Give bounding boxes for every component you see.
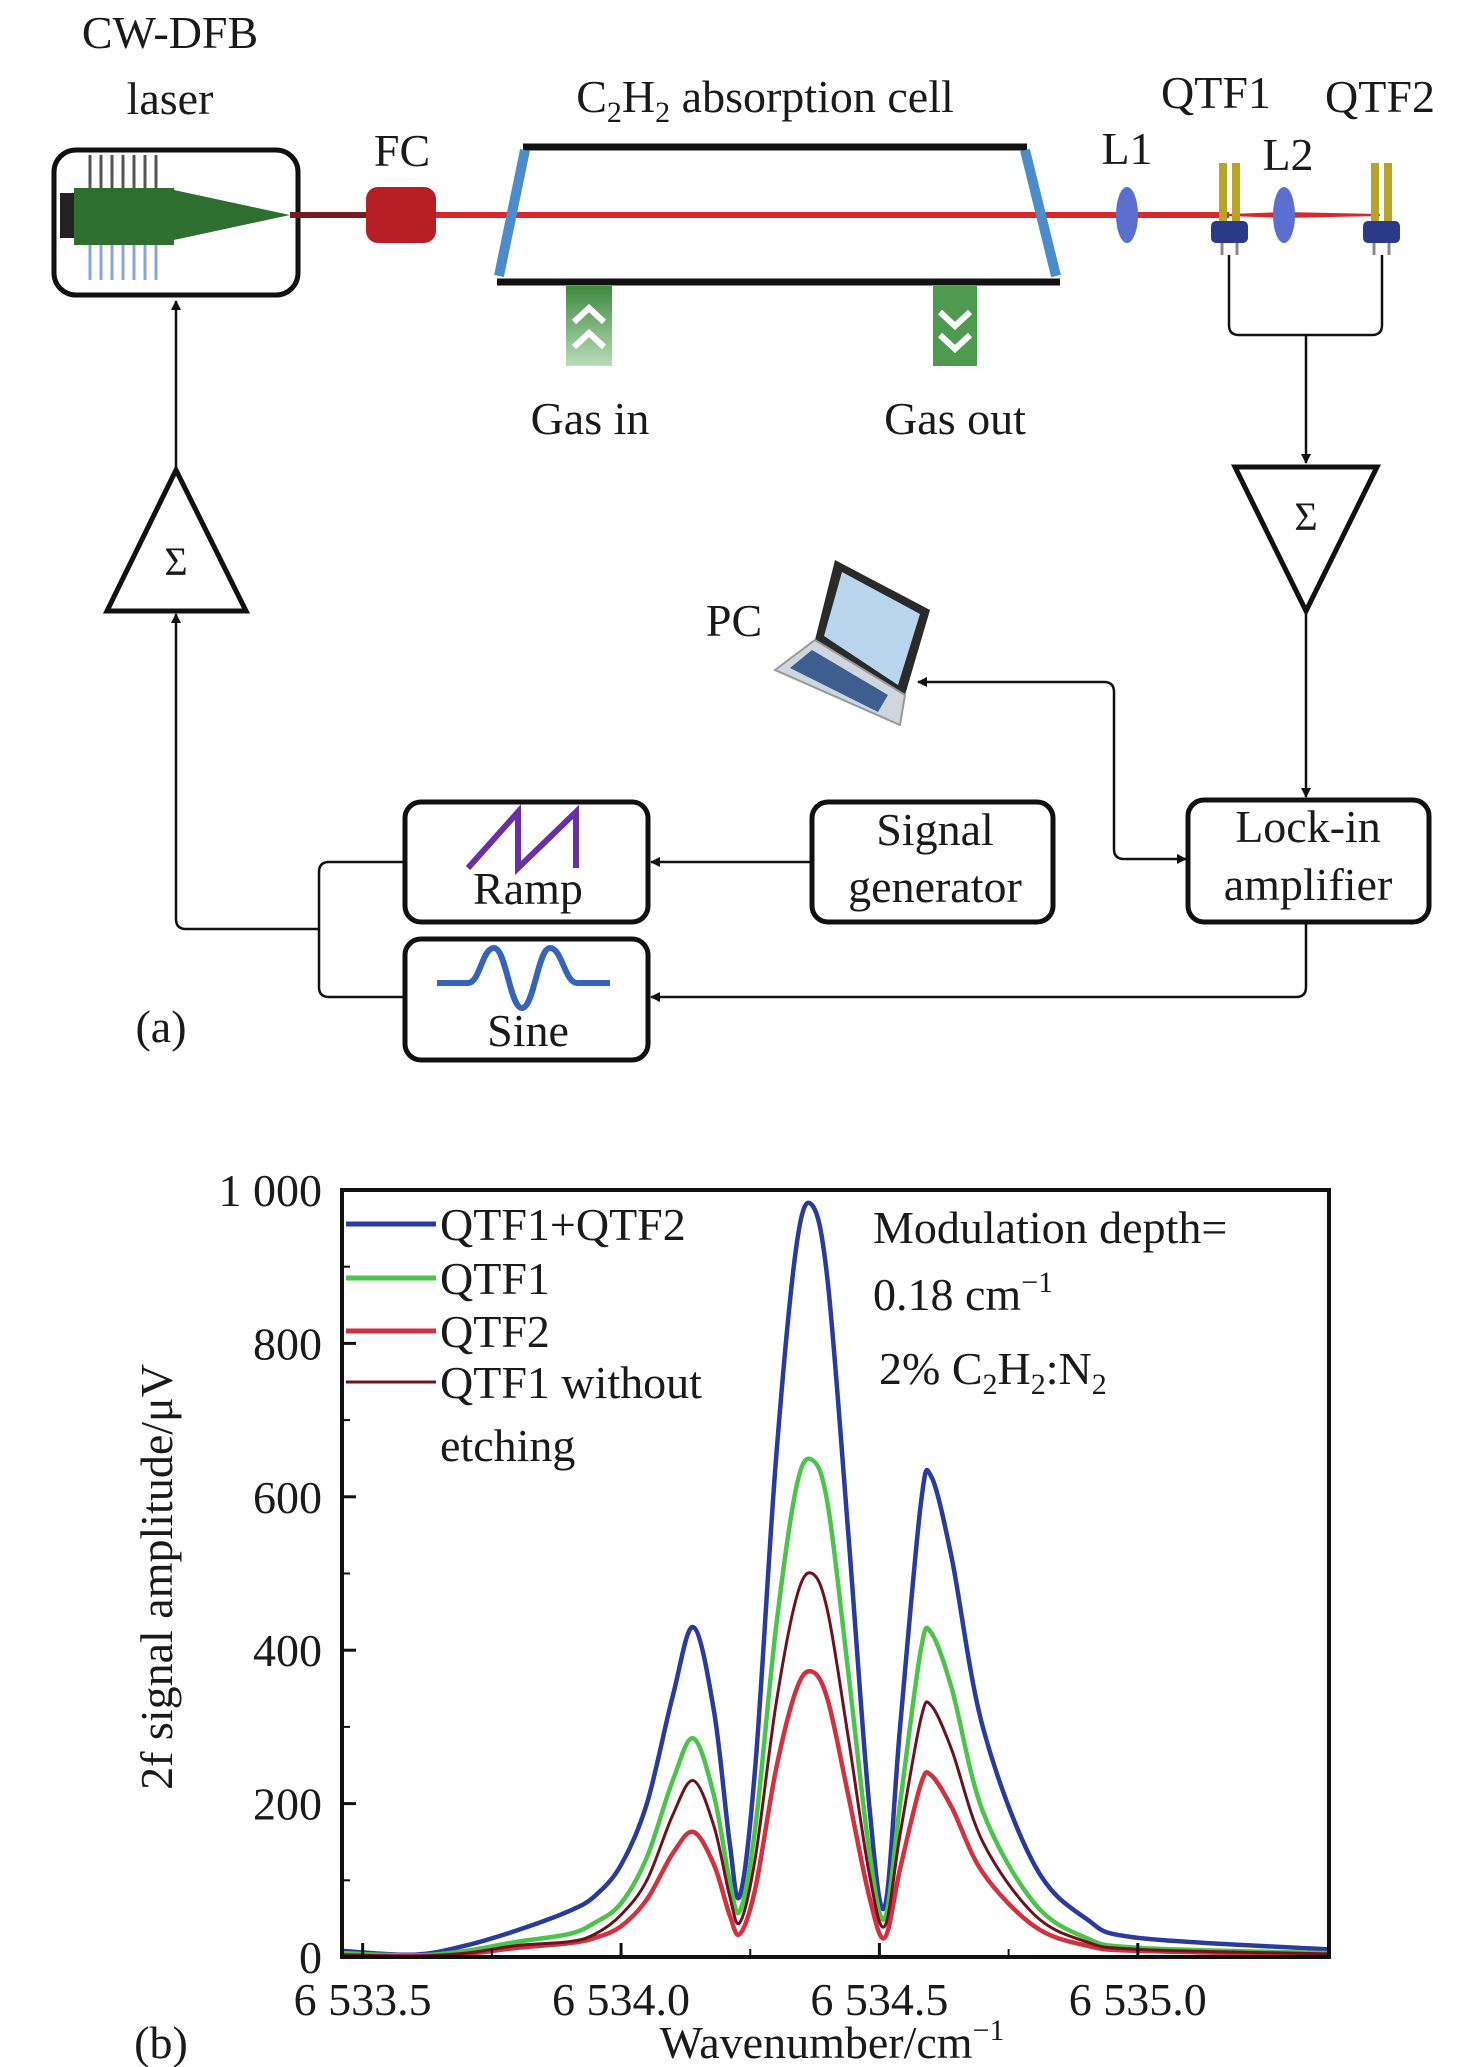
sum-symbol-right: Σ <box>1294 494 1317 539</box>
gas-out-label: Gas out <box>884 393 1026 444</box>
summing-amplifier-right-icon <box>1230 464 1382 617</box>
y-tick-label: 0 <box>299 1932 322 1983</box>
y-tick-label: 1 000 <box>219 1165 323 1216</box>
ramp-wave-icon <box>465 804 579 876</box>
legend-label-1: QTF1+QTF2 <box>440 1199 686 1250</box>
siggen-label-2: generator <box>848 861 1022 912</box>
l2-label: L2 <box>1262 129 1313 180</box>
y-tick-label: 600 <box>253 1472 322 1523</box>
sine-label: Sine <box>487 1005 569 1056</box>
x-tick-label: 6 534.5 <box>810 1974 948 2025</box>
laser-label: CW-DFB <box>82 7 258 58</box>
x-axis-label: Wavenumber/cm−1 <box>660 2014 1005 2067</box>
wire-ramp-sine-join <box>317 860 405 999</box>
siggen-label: Signal <box>876 804 994 855</box>
gas-out-arrow-icon <box>933 286 977 366</box>
series-line-1 <box>341 1200 1330 1958</box>
fc-label: FC <box>374 125 430 176</box>
x-tick-label: 6 535.0 <box>1069 1974 1207 2025</box>
sum-symbol-left: Σ <box>164 539 187 584</box>
y-tick-label: 400 <box>253 1625 322 1676</box>
qtf1-label: QTF1 <box>1161 67 1271 118</box>
pc-label: PC <box>706 595 762 646</box>
lockin-label: Lock-in <box>1235 801 1381 852</box>
annotation-line-3: 2% C2H2:N2 <box>879 1343 1107 1401</box>
y-tick-label: 800 <box>253 1318 322 1369</box>
qtf2-icon <box>1363 163 1400 255</box>
annotation: Modulation depth= 0.18 cm−1 2% C2H2:N2 <box>873 1202 1227 1401</box>
annotation-line-2: 0.18 cm−1 <box>873 1266 1053 1320</box>
legend-label-4: QTF1 without <box>440 1357 702 1408</box>
setup-diagram: CW-DFB laser FC C2H2 absorptio <box>51 7 1435 1063</box>
series-line-2 <box>341 1456 1330 1958</box>
laptop-icon <box>773 560 930 727</box>
lens-l1-icon <box>1116 187 1138 243</box>
focused-beam <box>1127 212 1380 218</box>
wire-to-left-summer <box>171 613 319 931</box>
annotation-line-1: Modulation depth= <box>873 1202 1227 1253</box>
pc-lockin-link <box>917 677 1187 864</box>
panel-a-label: (a) <box>135 1001 186 1052</box>
sine-wave-icon <box>437 944 610 1012</box>
wire-lockin-sine <box>650 922 1308 1002</box>
cell-label: C2H2 absorption cell <box>576 71 954 129</box>
gas-in-label: Gas in <box>531 393 650 444</box>
panel-b-label: (b) <box>134 2017 188 2067</box>
ramp-label: Ramp <box>473 863 583 914</box>
laser-label-2: laser <box>127 73 214 124</box>
qtf2-label: QTF2 <box>1325 71 1435 122</box>
l1-label: L1 <box>1101 123 1152 174</box>
summing-amplifier-left-icon <box>102 464 251 614</box>
qtf-wiring <box>1227 255 1384 337</box>
lockin-label-2: amplifier <box>1224 859 1393 910</box>
dfb-laser-icon <box>51 147 301 298</box>
y-axis-label: 2f signal amplitude/μV <box>131 1364 182 1790</box>
lens-l2-icon <box>1273 187 1295 243</box>
series-line-3 <box>341 1668 1330 1959</box>
fiber-collimator-icon <box>366 187 436 243</box>
gas-in-arrow-icon <box>566 286 612 366</box>
series-line-4 <box>341 1571 1330 1958</box>
spectrum-chart: 6 533.5 6 534.0 6 534.5 6 535.0 0 200 400 600 80… <box>131 1165 1331 2067</box>
x-tick-label: 6 534.0 <box>552 1974 690 2025</box>
legend-label-4-line2: etching <box>440 1420 575 1471</box>
legend-label-2: QTF1 <box>440 1253 550 1304</box>
legend-label-3: QTF2 <box>440 1306 550 1357</box>
qtf1-icon <box>1211 163 1248 255</box>
x-tick-label: 6 533.5 <box>294 1974 432 2025</box>
y-tick-label: 200 <box>253 1779 322 1830</box>
lock-in-amplifier-box <box>1185 797 1432 925</box>
absorption-cell-icon <box>494 143 1061 286</box>
